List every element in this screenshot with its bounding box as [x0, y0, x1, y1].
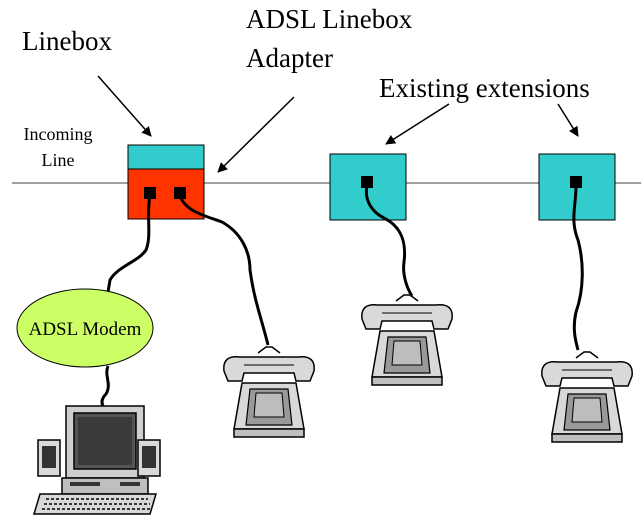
telephone-icon: [361, 294, 453, 386]
computer-cable: [100, 365, 110, 409]
desktop-computer-icon: [32, 405, 161, 515]
extension-socket-1: [361, 176, 373, 188]
adsl-modem: [16, 288, 154, 368]
extension-socket-2: [570, 176, 582, 188]
linebox: [127, 144, 205, 170]
extension-arrow-1: [385, 103, 450, 145]
incoming-line-label-line1: Incoming: [24, 124, 93, 144]
adapter-socket-right: [174, 187, 186, 199]
existing-extensions-label: Existing extensions: [379, 73, 590, 103]
adapter-arrow: [217, 96, 295, 173]
linebox-label: Linebox: [22, 26, 112, 56]
incoming-line-label-line2: Line: [42, 150, 75, 170]
modem-label: ADSL Modem: [29, 319, 142, 340]
adapter-label-line2: Adapter: [246, 43, 333, 73]
extension-arrow-2: [557, 103, 579, 137]
linebox-arrow: [97, 75, 152, 137]
phone1-cable: [178, 195, 270, 346]
adapter-label-line1: ADSL Linebox: [246, 4, 413, 34]
phone2-cable: [364, 185, 414, 297]
modem-cable: [106, 195, 152, 293]
phone3-cable: [572, 185, 584, 351]
telephone-icon: [223, 346, 315, 438]
telephone-icon: [541, 351, 633, 443]
adapter-socket-left: [144, 187, 156, 199]
